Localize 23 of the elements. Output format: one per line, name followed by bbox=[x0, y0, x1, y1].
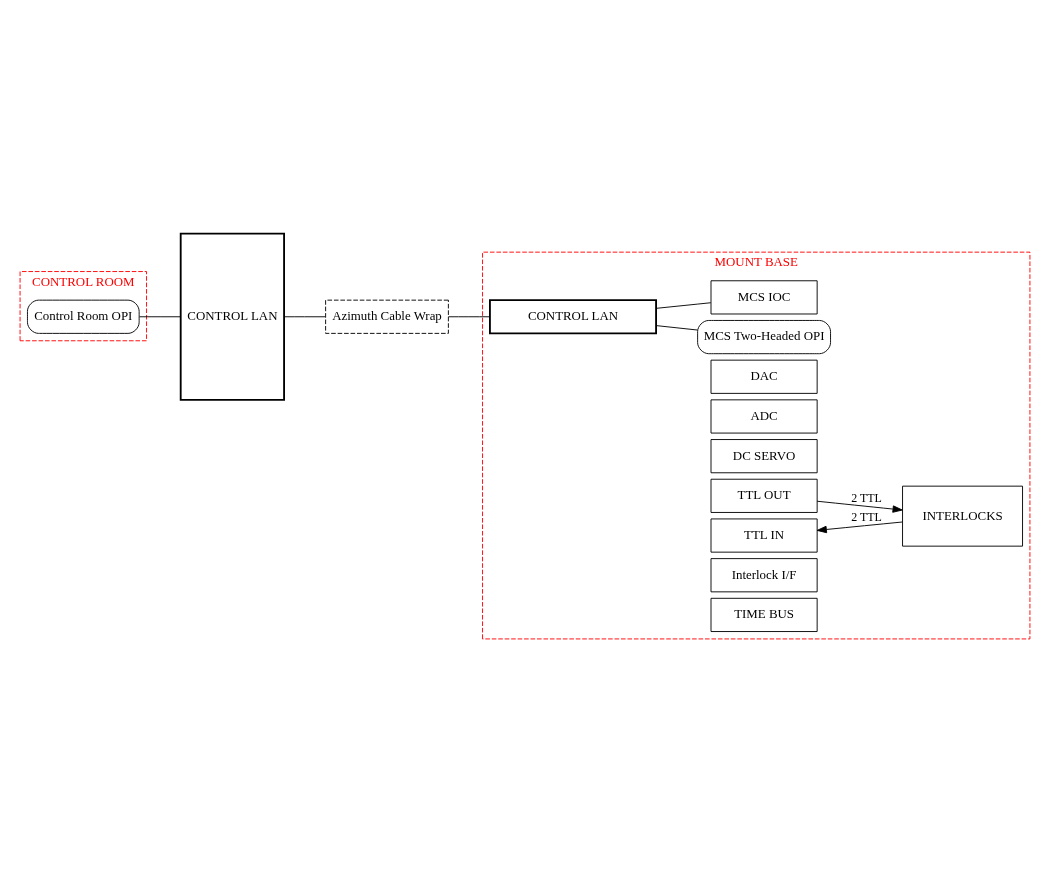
node-box: Control Room OPI bbox=[27, 299, 140, 334]
edge-label: 2 TTL bbox=[851, 510, 882, 525]
arrow bbox=[816, 521, 903, 534]
node-box: Azimuth Cable Wrap bbox=[325, 299, 449, 334]
connector bbox=[655, 302, 712, 309]
node-box: MCS IOC bbox=[710, 280, 818, 315]
connector bbox=[655, 325, 698, 331]
node-box: TIME BUS bbox=[710, 597, 818, 632]
node-box: TTL OUT bbox=[710, 478, 818, 513]
node-box: CONTROL LAN bbox=[489, 299, 657, 335]
node-box: CONTROL LAN bbox=[179, 232, 285, 401]
connector bbox=[283, 316, 326, 318]
node-box: Interlock I/F bbox=[710, 558, 818, 593]
node-box: INTERLOCKS bbox=[902, 485, 1023, 547]
node-box: ADC bbox=[710, 399, 818, 434]
node-box: TTL IN bbox=[710, 518, 818, 553]
edge-label: 2 TTL bbox=[851, 490, 882, 505]
node-box: DC SERVO bbox=[710, 439, 818, 474]
node-box: DAC bbox=[710, 359, 818, 394]
connector bbox=[139, 316, 181, 318]
arrow bbox=[816, 500, 903, 513]
node-box: MCS Two-Headed OPI bbox=[697, 320, 831, 355]
connector bbox=[448, 316, 491, 318]
